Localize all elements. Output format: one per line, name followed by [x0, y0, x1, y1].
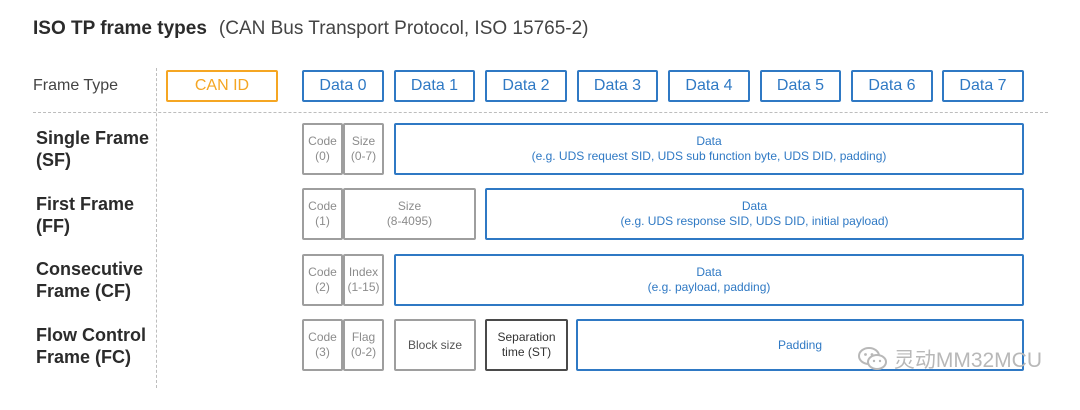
sf-data-label: Data [696, 134, 722, 148]
sf-size-value: (0-7) [350, 149, 377, 163]
cf-index-label: Index [348, 265, 379, 279]
sf-data-box: Data (e.g. UDS request SID, UDS sub func… [394, 123, 1024, 175]
fc-st-line-1: Separation [497, 330, 556, 344]
data-byte-3-box: Data 3 [577, 70, 658, 102]
ff-code-box: Code (1) [302, 188, 343, 240]
cf-data-note: (e.g. payload, padding) [647, 280, 771, 294]
data-byte-7-box: Data 7 [942, 70, 1024, 102]
fc-flag-label: Flag [351, 330, 376, 344]
header-divider [33, 112, 1048, 113]
sf-size-label: Size [351, 134, 376, 148]
ff-size-box: Size (8-4095) [343, 188, 476, 240]
sf-data-note: (e.g. UDS request SID, UDS sub function … [531, 149, 887, 163]
ff-data-box: Data (e.g. UDS response SID, UDS DID, in… [485, 188, 1024, 240]
data-byte-2-box: Data 2 [485, 70, 567, 102]
fc-padding-box: Padding [576, 319, 1024, 371]
title-subtitle: (CAN Bus Transport Protocol, ISO 15765-2… [218, 18, 589, 39]
first-frame-label: First Frame (FF) [36, 193, 134, 237]
data-byte-0-box: Data 0 [302, 70, 384, 102]
ff-size-value: (8-4095) [386, 214, 433, 228]
cf-code-label: Code [308, 265, 337, 279]
sf-size-box: Size (0-7) [343, 123, 384, 175]
frame-type-header: Frame Type [33, 77, 119, 94]
single-frame-label: Single Frame (SF) [36, 127, 149, 171]
fc-code-box: Code (3) [302, 319, 343, 371]
sf-code-box: Code (0) [302, 123, 343, 175]
column-divider [156, 68, 157, 388]
can-id-box: CAN ID [166, 70, 278, 102]
fc-code-value: (3) [315, 345, 330, 359]
data-byte-4-box: Data 4 [668, 70, 750, 102]
cf-index-value: (1-15) [347, 280, 380, 294]
consecutive-frame-label-line-2: Frame (CF) [36, 281, 132, 301]
fc-block-size-box: Block size [394, 319, 476, 371]
data-byte-1-box: Data 1 [394, 70, 475, 102]
fc-separation-time-box: Separation time (ST) [485, 319, 568, 371]
ff-data-note: (e.g. UDS response SID, UDS DID, initial… [620, 214, 889, 228]
fc-flag-value: (0-2) [350, 345, 377, 359]
flow-control-frame-label: Flow Control Frame (FC) [36, 324, 146, 368]
ff-code-value: (1) [315, 214, 330, 228]
fc-st-line-2: time (ST) [501, 345, 552, 359]
ff-code-label: Code [308, 199, 337, 213]
first-frame-label-line-1: First Frame [36, 194, 135, 214]
fc-flag-box: Flag (0-2) [343, 319, 384, 371]
cf-code-box: Code (2) [302, 254, 343, 306]
cf-data-label: Data [696, 265, 722, 279]
single-frame-label-line-1: Single Frame [36, 128, 150, 148]
diagram-title: ISO TP frame types (CAN Bus Transport Pro… [33, 18, 589, 40]
flow-control-frame-label-line-1: Flow Control [36, 325, 146, 345]
wechat-icon [857, 347, 887, 370]
title-main: ISO TP frame types [33, 18, 207, 39]
cf-data-box: Data (e.g. payload, padding) [394, 254, 1024, 306]
flow-control-frame-label-line-2: Frame (FC) [36, 347, 132, 367]
data-byte-6-box: Data 6 [851, 70, 933, 102]
fc-code-label: Code [308, 330, 337, 344]
first-frame-label-line-2: (FF) [36, 216, 70, 236]
data-byte-5-box: Data 5 [760, 70, 841, 102]
sf-code-label: Code [308, 134, 337, 148]
single-frame-label-line-2: (SF) [36, 150, 71, 170]
ff-data-label: Data [741, 199, 768, 213]
sf-code-value: (0) [315, 149, 330, 163]
consecutive-frame-label-line-1: Consecutive [36, 259, 144, 279]
consecutive-frame-label: Consecutive Frame (CF) [36, 258, 143, 302]
ff-size-label: Size [397, 199, 422, 213]
cf-index-box: Index (1-15) [343, 254, 384, 306]
cf-code-value: (2) [315, 280, 330, 294]
watermark-text: 灵动MM32MCU [893, 349, 1042, 372]
watermark: 灵动MM32MCU [857, 344, 1042, 374]
